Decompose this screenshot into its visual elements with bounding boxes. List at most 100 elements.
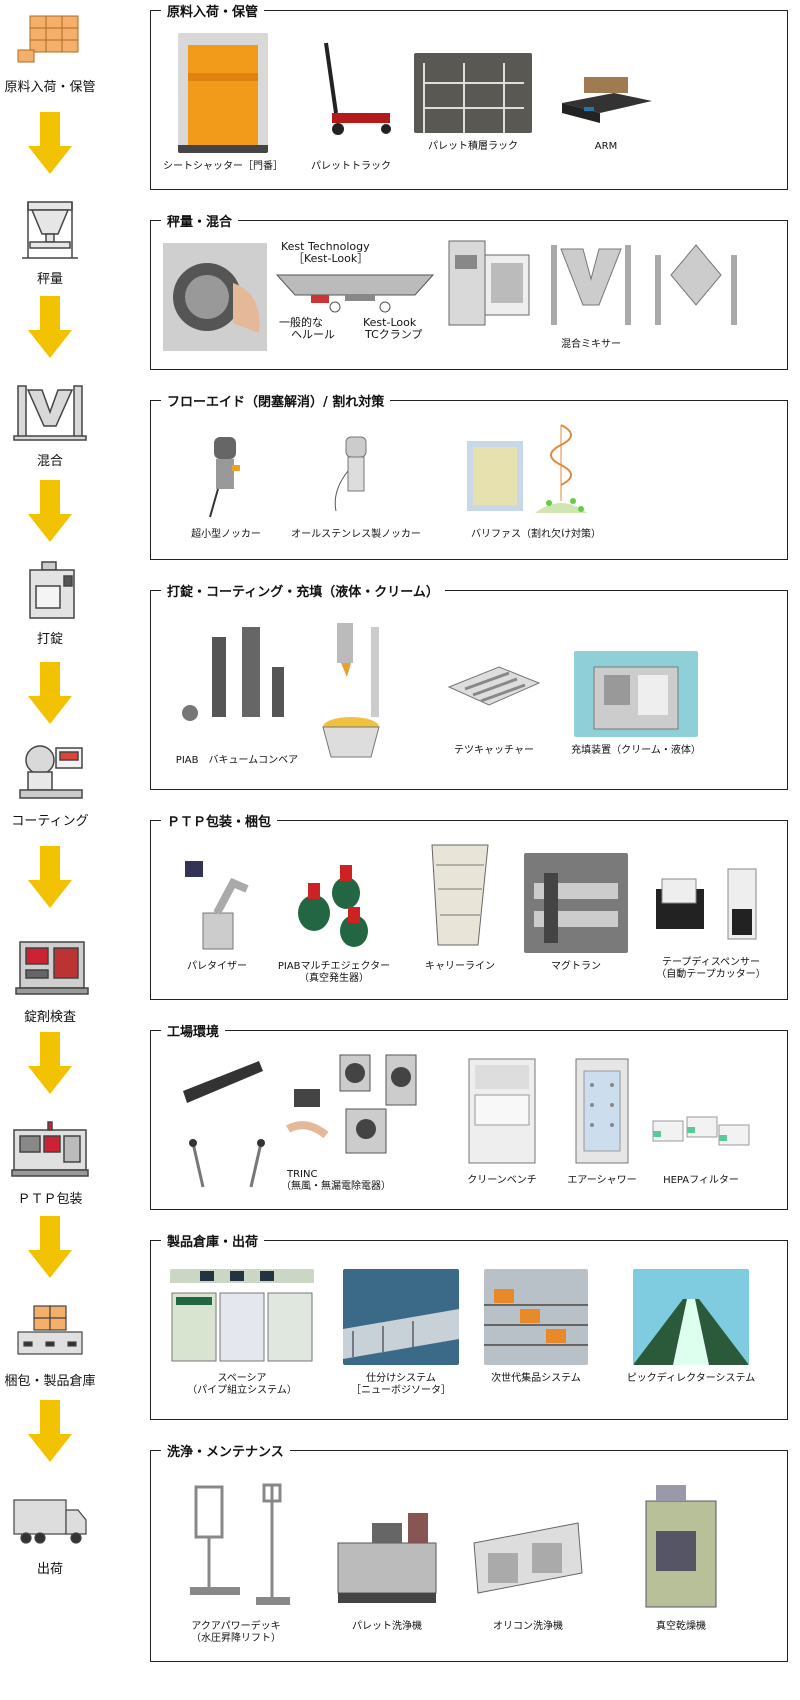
air-shower-image — [575, 1058, 629, 1164]
down-arrow-icon — [28, 1216, 72, 1278]
item-caption: オリコン洗浄機 — [493, 1621, 563, 1632]
down-arrow-icon — [28, 1400, 72, 1462]
inspection-machine-icon — [15, 941, 89, 995]
item-caption: 仕分けシステム — [366, 1373, 436, 1384]
panel-warehouse-shipping: 製品倉庫・出荷 スペーシア （パイプ組立システム） 仕分けシステム ［ニューボジ… — [150, 1231, 788, 1420]
item-caption: パレット積層ラック — [428, 141, 518, 152]
item-caption: エアーシャワー — [567, 1175, 637, 1186]
step-label: 梱包・製品倉庫 — [4, 1374, 96, 1389]
coater-icon — [19, 745, 83, 799]
step-label: 打錠 — [36, 632, 63, 647]
step-weighing: 秤量 — [0, 200, 100, 287]
item-stainless-knocker: オールステンレス製ノッカー — [281, 431, 431, 541]
panel-title: 工場環境 — [161, 1021, 226, 1040]
item-caption: パレタイザー — [187, 961, 247, 972]
panel-raw-material: 原料入荷・保管 シートシャッター［門番］ パレットトラック パレット積層ラック … — [150, 1, 788, 190]
item-caption: PIABマルチエジェクター — [277, 961, 391, 972]
step-warehouse: 梱包・製品倉庫 — [0, 1302, 100, 1389]
magtran-image — [524, 853, 628, 953]
item-caption-sub: （自動テープカッター） — [656, 969, 766, 980]
item-caption: キャリーライン — [425, 961, 495, 972]
item-carry-line: キャリーライン — [405, 835, 515, 973]
item-air-shower: エアーシャワー — [547, 1055, 657, 1187]
hepa-filter-image — [652, 1116, 750, 1146]
kest-subtitle: ［Kest-Look］ — [293, 252, 369, 265]
vacuum-dryer-image — [636, 1471, 726, 1613]
step-label: 秤量 — [36, 272, 63, 287]
item-orikon-washer: オリコン洗浄機 — [463, 1503, 593, 1633]
truck-icon — [13, 1499, 87, 1544]
pallet-boxes-icon — [17, 1305, 83, 1355]
item-trinc: TRINC （無風・無漏電除電器） — [281, 1049, 431, 1193]
item-pallet-truck: パレットトラック — [301, 33, 401, 173]
panel-factory-environment: 工場環境 TRINC （無風・無漏電除電器） クリーンベンチ エアーシャワー — [150, 1021, 788, 1210]
item-caption: 次世代集品システム — [491, 1373, 581, 1384]
item-palletizer: パレタイザー — [167, 853, 267, 973]
picking-system-image — [484, 1269, 588, 1365]
item-mixer: 混合ミキサー — [541, 235, 641, 351]
item-tetsu-catcher: テツキャッチャー — [429, 647, 559, 757]
panel-cleaning-maintenance: 洗浄・メンテナンス アクアパワーデッキ （水圧昇降リフト） パレット洗浄機 オリ… — [150, 1441, 788, 1662]
item-caption: 混合ミキサー — [561, 339, 621, 350]
kest-label: Kest-Look — [363, 316, 417, 329]
panel-ptp-packing: ＰＴＰ包装・梱包 パレタイザー PIABマルチエジェクター （真空発生器） キャ… — [150, 811, 788, 1000]
step-label: 出荷 — [36, 1562, 63, 1577]
down-arrow-icon — [28, 1032, 72, 1094]
item-vacuum-conveyor: PIAB バキュームコンベア — [167, 617, 307, 767]
item-caption: パレット洗浄機 — [352, 1621, 422, 1632]
step-label: 混合 — [36, 454, 63, 469]
panel-title: 秤量・混合 — [161, 211, 239, 230]
filling-machine-image — [574, 651, 698, 737]
item-caption: 真空乾燥機 — [656, 1621, 706, 1632]
step-label: 原料入荷・保管 — [4, 80, 96, 95]
item-caption: TRINC — [287, 1169, 318, 1180]
v-mixer-icon — [13, 385, 87, 441]
hopper-feeder-image — [311, 617, 401, 767]
item-caption: オールステンレス製ノッカー — [291, 529, 421, 540]
sorting-system-image — [343, 1269, 459, 1365]
clamp-diagram-image — [275, 274, 435, 313]
item-pallet-rack: パレット積層ラック — [413, 53, 533, 153]
item-spacia: スペーシア （パイプ組立システム） — [167, 1269, 317, 1397]
item-clean-bench: クリーンベンチ — [447, 1055, 557, 1187]
item-caption: スペーシア — [217, 1373, 267, 1384]
item-caption: テツキャッチャー — [454, 745, 534, 756]
item-caption: パレットトラック — [311, 161, 391, 172]
down-arrow-icon — [28, 112, 72, 174]
pallet-truck-image — [306, 33, 396, 153]
down-arrow-icon — [28, 662, 72, 724]
down-arrow-icon — [28, 480, 72, 542]
item-caption-sub: ［ニューボジソータ］ — [351, 1385, 451, 1396]
item-mini-knocker: 超小型ノッカー — [171, 431, 281, 541]
clamp-photo-image — [163, 243, 267, 351]
item-pick-director: ピックディレクターシステム — [611, 1269, 771, 1385]
item-sheet-shutter: シートシャッター［門番］ — [163, 33, 283, 173]
step-shipping: 出荷 — [0, 1490, 100, 1577]
double-cone-mixer-image — [651, 235, 741, 331]
item-caption-sub: （無風・無漏電除電器） — [281, 1181, 391, 1192]
item-caption: 超小型ノッカー — [191, 529, 261, 540]
panel-tableting: 打錠・コーティング・充填（液体・クリーム） PIAB バキュームコンベア テツキ… — [150, 581, 788, 790]
varifas-image — [467, 424, 587, 513]
item-pallet-washer: パレット洗浄機 — [327, 1503, 447, 1633]
item-caption: マグトラン — [551, 961, 601, 972]
kest-title: Kest Technology — [281, 240, 370, 253]
item-caption: ピックディレクターシステム — [626, 1373, 756, 1384]
step-raw-material: 原料入荷・保管 — [0, 8, 100, 95]
ptp-machine-icon — [11, 1121, 89, 1177]
item-arm: ARM — [551, 63, 661, 153]
item-caption: 充填装置（クリーム・液体） — [571, 745, 701, 756]
item-filling-machine: 充填装置（クリーム・液体） — [561, 651, 711, 757]
down-arrow-icon — [28, 296, 72, 358]
item-caption-sub: （真空発生器） — [299, 973, 369, 984]
kest-label: 一般的な — [279, 316, 323, 329]
v-mixer-image — [543, 235, 639, 331]
tablet-press-icon — [29, 561, 75, 619]
item-caption: テープディスペンサー — [662, 957, 760, 968]
sheet-shutter-image — [178, 33, 268, 153]
boxes-icon — [17, 15, 79, 63]
pallet-washer-image — [332, 1503, 442, 1613]
step-ptp-packaging: ＰＴＰ包装 — [0, 1120, 100, 1207]
panel-title: 洗浄・メンテナンス — [161, 1441, 290, 1460]
item-varifas: バリファス（割れ欠け対策） — [451, 421, 621, 541]
